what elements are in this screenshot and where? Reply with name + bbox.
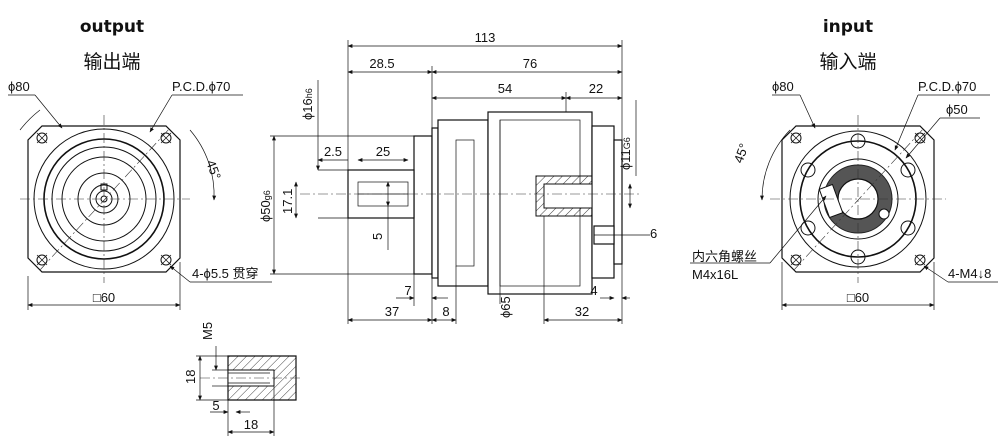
- input-holes: 4-M4↓8: [948, 266, 991, 281]
- side-housing: [437, 119, 489, 287]
- input-pcd: P.C.D.ϕ70: [918, 79, 976, 94]
- input-title: input: [823, 17, 873, 37]
- side-input-flange: [591, 125, 615, 279]
- dim-dia-16: ϕ16h6: [300, 88, 315, 120]
- thread-m5: M5: [200, 322, 215, 340]
- output-angle: 45°: [203, 158, 224, 182]
- input-view: input 输入端 ϕ80: [690, 17, 998, 310]
- input-screw-cn: 内六角螺丝: [692, 249, 757, 264]
- output-mounting-holes: [36, 132, 172, 266]
- input-dia-80: ϕ80: [772, 79, 794, 94]
- input-angle: 45°: [731, 141, 752, 165]
- output-view: output 输出端 ϕ80 P.C.D.ϕ70: [8, 17, 272, 310]
- dim-32: 32: [575, 304, 589, 319]
- dim-22: 22: [589, 81, 603, 96]
- input-title-cn: 输入端: [819, 51, 876, 73]
- thread-detail: M5 18 5 18: [183, 322, 300, 436]
- output-flange: [27, 125, 181, 273]
- dim-54: 54: [498, 81, 512, 96]
- output-title: output: [80, 17, 144, 37]
- output-dia-80: ϕ80: [8, 79, 30, 94]
- dim-76: 76: [523, 56, 537, 71]
- dim-17-1: 17.1: [280, 189, 295, 214]
- dim-6: 6: [650, 226, 657, 241]
- dim-25: 25: [376, 144, 390, 159]
- output-square: □60: [93, 290, 115, 305]
- input-mounting-holes: [790, 132, 926, 266]
- thread-5: 5: [212, 398, 219, 413]
- input-screw-spec: M4x16L: [692, 267, 738, 282]
- output-pcd: P.C.D.ϕ70: [172, 79, 230, 94]
- dim-5-key: 5: [370, 233, 385, 240]
- side-flange: [413, 135, 433, 275]
- output-holes: 4-ϕ5.5 贯穿: [192, 266, 259, 281]
- dim-dia-11: ϕ11G6: [618, 137, 633, 170]
- dim-37: 37: [385, 304, 399, 319]
- dim-113: 113: [475, 30, 496, 45]
- thread-depth-18v: 18: [183, 370, 198, 384]
- thread-depth-18h: 18: [244, 417, 258, 432]
- dim-7: 7: [404, 283, 411, 298]
- dim-4: 4: [590, 283, 597, 298]
- side-view: 113 28.5 76 54 22 ϕ16h6 2.5 25 ϕ50g6 17.…: [258, 30, 657, 324]
- input-dia-50: ϕ50: [946, 102, 968, 117]
- dim-28-5: 28.5: [369, 56, 394, 71]
- dim-2-5: 2.5: [324, 144, 342, 159]
- input-clamp-screw: [818, 183, 844, 219]
- input-square: □60: [847, 290, 869, 305]
- output-title-cn: 输出端: [83, 51, 140, 73]
- dim-8: 8: [442, 304, 449, 319]
- dim-dia-50: ϕ50g6: [258, 190, 273, 222]
- dim-dia-65: ϕ65: [498, 296, 513, 318]
